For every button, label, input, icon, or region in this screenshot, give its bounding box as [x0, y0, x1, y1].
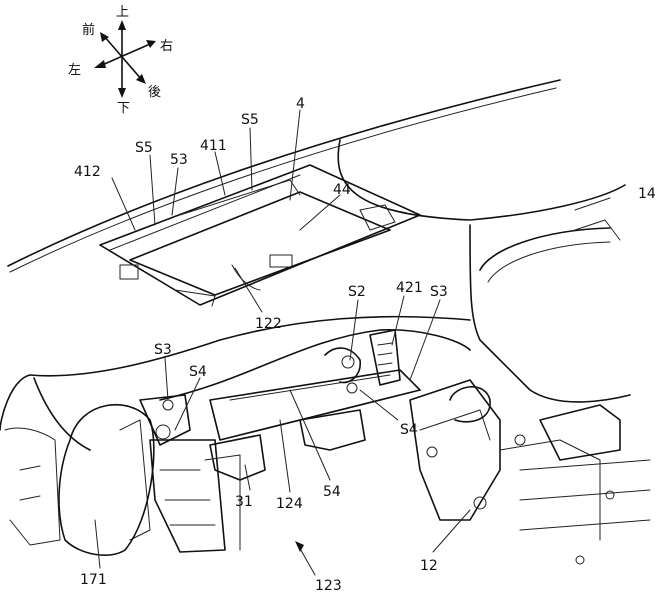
label-s3-left: S3: [154, 342, 172, 358]
label-411: 411: [200, 138, 227, 154]
left-structure: [119, 394, 241, 553]
label-53: 53: [170, 152, 188, 168]
label-s4-right: S4: [400, 422, 418, 438]
label-171: 171: [80, 572, 107, 588]
leader-lines: [94, 109, 611, 576]
label-14: 14: [638, 186, 656, 202]
compass-front-label: 前: [82, 22, 95, 38]
label-123: 123: [315, 578, 342, 594]
label-31: 31: [235, 494, 253, 510]
label-s3-right: S3: [430, 284, 448, 300]
compass-rear-label: 後: [148, 85, 161, 100]
label-421: 421: [396, 280, 423, 296]
compass-right-label: 右: [160, 39, 173, 54]
side-member-12: [409, 379, 651, 565]
label-412: 412: [74, 164, 101, 180]
dashboard-outline: [0, 79, 631, 451]
label-s2: S2: [348, 284, 366, 300]
label-s5-right: S5: [241, 112, 259, 128]
label-s5-left: S5: [135, 140, 153, 156]
compass-up-label: 上: [116, 5, 129, 20]
label-44: 44: [333, 182, 351, 198]
compass-down-label: 下: [117, 101, 130, 116]
compass-left-label: 左: [68, 63, 81, 78]
label-4: 4: [296, 96, 305, 112]
label-12: 12: [420, 558, 438, 574]
label-124: 124: [276, 496, 303, 512]
top-opening-4: [99, 164, 421, 307]
label-54: 54: [323, 484, 341, 500]
knee-cushion-171: [4, 403, 155, 556]
direction-compass: [94, 20, 156, 98]
label-s4-left: S4: [189, 364, 207, 380]
center-bracket: [209, 329, 421, 481]
label-122: 122: [255, 316, 282, 332]
